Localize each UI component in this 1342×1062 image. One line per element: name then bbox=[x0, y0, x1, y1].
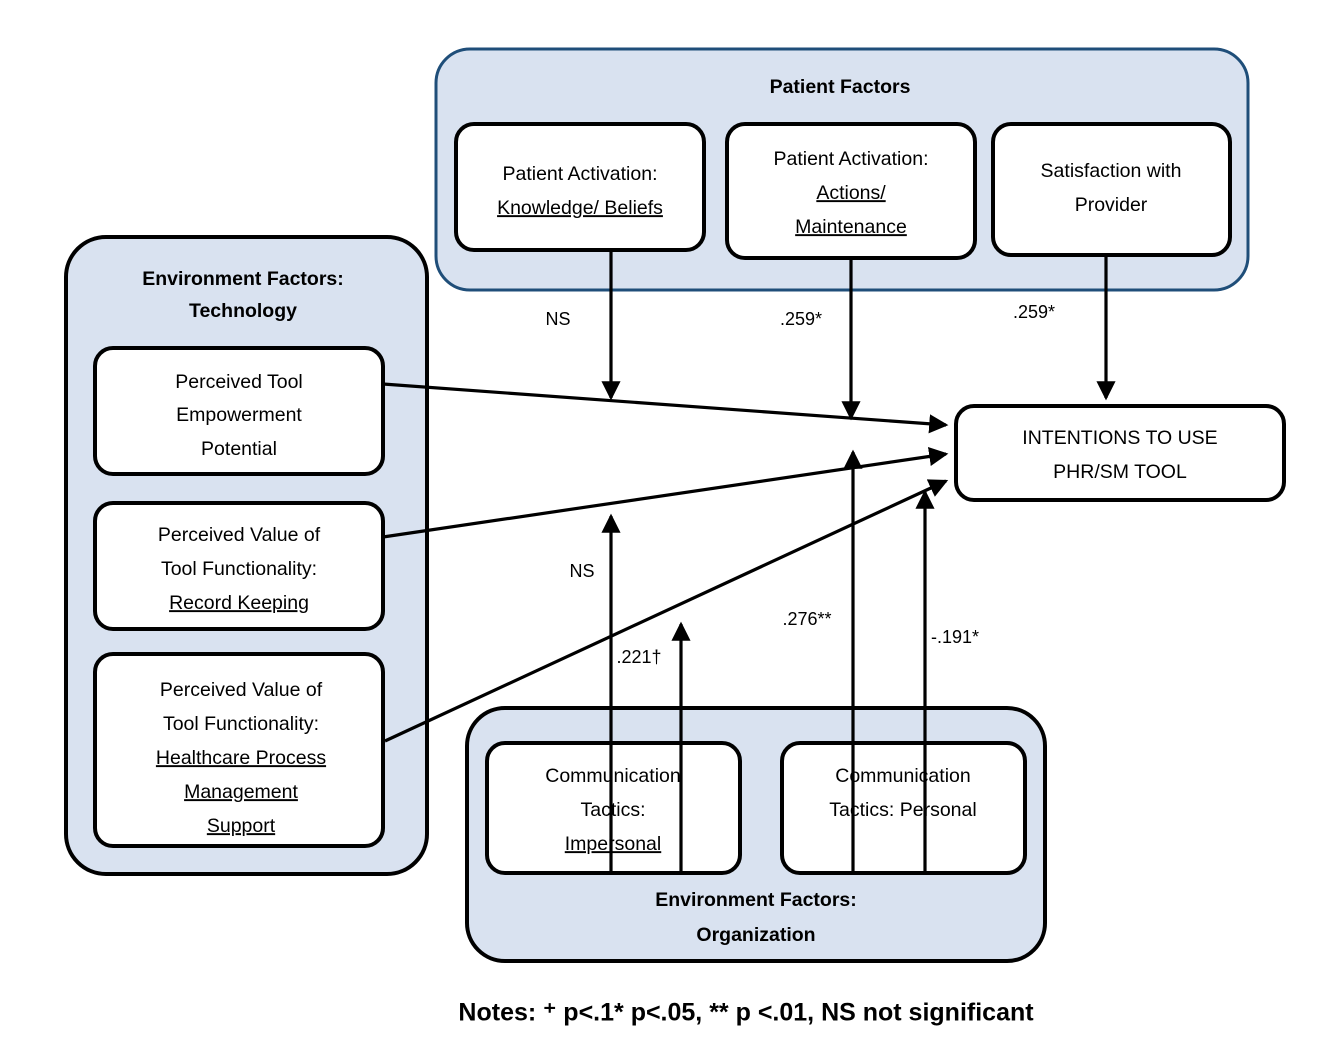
node-line-2: Empowerment bbox=[176, 404, 302, 426]
edge-impersonal-221: .221† bbox=[616, 621, 691, 873]
environment-technology-title-line-2: Technology bbox=[189, 300, 297, 322]
edge-label: .276** bbox=[782, 609, 831, 629]
edge-personal-191: -.191* bbox=[915, 489, 979, 873]
edge-label: .221† bbox=[616, 647, 661, 667]
environment-organization-title-line-1: Environment Factors: bbox=[655, 889, 857, 911]
node-line-2: Provider bbox=[1075, 194, 1148, 216]
edge-healthcare-process-to-intentions bbox=[384, 479, 949, 743]
node-patient-activation-actions[interactable]: Patient Activation: Actions/ Maintenance bbox=[725, 122, 977, 260]
environment-technology-title-line-1: Environment Factors: bbox=[142, 268, 344, 290]
group-environment-organization: Communication Tactics: Impersonal Commun… bbox=[465, 706, 1047, 963]
node-line-2: Tool Functionality: bbox=[161, 558, 317, 580]
edge-knowledge-to-intentions: NS bbox=[545, 250, 621, 401]
node-box[interactable] bbox=[780, 741, 1027, 875]
node-line-2: Tactics: bbox=[580, 799, 645, 821]
edge-recordkeeping-to-intentions bbox=[382, 446, 949, 539]
node-patient-activation-knowledge[interactable]: Patient Activation: Knowledge/ Beliefs bbox=[454, 122, 706, 252]
edge-impersonal-ns: NS bbox=[569, 513, 621, 873]
node-line-3: Maintenance bbox=[795, 216, 907, 238]
node-line-3: Record Keeping bbox=[169, 592, 309, 614]
edge-path bbox=[382, 382, 949, 434]
node-box[interactable] bbox=[485, 741, 742, 875]
edge-path bbox=[384, 479, 949, 743]
edge-label: .259* bbox=[1013, 302, 1055, 322]
node-box[interactable] bbox=[454, 122, 706, 252]
node-box[interactable] bbox=[93, 501, 385, 631]
group-environment-technology: Environment Factors: Technology Perceive… bbox=[64, 235, 429, 876]
node-line-3: Healthcare Process bbox=[156, 747, 326, 769]
node-line-1: Patient Activation: bbox=[773, 148, 928, 170]
node-line-1: Communication bbox=[835, 765, 970, 787]
edge-actions-to-intentions: .259* bbox=[780, 258, 861, 421]
node-line-3: Impersonal bbox=[565, 833, 661, 855]
edge-label: .259* bbox=[780, 309, 822, 329]
edge-empowerment-to-intentions bbox=[382, 382, 949, 434]
edge-label: NS bbox=[569, 561, 594, 581]
node-box[interactable] bbox=[93, 652, 385, 848]
node-communication-tactics-impersonal[interactable]: Communication Tactics: Impersonal bbox=[485, 741, 742, 875]
node-line-5: Support bbox=[207, 815, 276, 837]
group-patient-factors: Patient Factors Patient Activation: Know… bbox=[434, 47, 1250, 292]
outcome-line-2: PHR/SM TOOL bbox=[1053, 461, 1187, 483]
node-line-3: Potential bbox=[201, 438, 277, 460]
edge-label: -.191* bbox=[931, 627, 979, 647]
patient-factors-title: Patient Factors bbox=[770, 76, 911, 98]
node-communication-tactics-personal[interactable]: Communication Tactics: Personal bbox=[780, 741, 1027, 875]
node-line-1: Perceived Tool bbox=[175, 371, 303, 393]
node-intentions-to-use-phr-sm-tool[interactable]: INTENTIONS TO USE PHR/SM TOOL bbox=[954, 404, 1286, 502]
node-line-1: Patient Activation: bbox=[502, 163, 657, 185]
node-line-4: Management bbox=[184, 781, 298, 803]
outcome-line-1: INTENTIONS TO USE bbox=[1022, 427, 1217, 449]
node-box[interactable] bbox=[991, 122, 1232, 257]
node-satisfaction-with-provider[interactable]: Satisfaction with Provider bbox=[991, 122, 1232, 257]
node-line-2: Knowledge/ Beliefs bbox=[497, 197, 663, 219]
node-line-2: Actions/ bbox=[816, 182, 886, 204]
node-line-1: Communication bbox=[545, 765, 680, 787]
node-line-2: Tactics: Personal bbox=[829, 799, 976, 821]
node-line-1: Perceived Value of bbox=[158, 524, 321, 546]
node-box[interactable] bbox=[954, 404, 1286, 502]
notes-text: Notes: ⁺ p<.1* p<.05, ** p <.01, NS not … bbox=[458, 999, 1034, 1027]
edge-path bbox=[382, 446, 949, 539]
node-perceived-value-healthcare-process[interactable]: Perceived Value of Tool Functionality: H… bbox=[93, 652, 385, 848]
edge-satisfaction-to-intentions: .259* bbox=[1013, 255, 1116, 401]
environment-organization-title-line-2: Organization bbox=[696, 924, 815, 946]
node-perceived-value-record-keeping[interactable]: Perceived Value of Tool Functionality: R… bbox=[93, 501, 385, 631]
edge-personal-276: .276** bbox=[782, 449, 863, 873]
node-perceived-tool-empowerment-potential[interactable]: Perceived Tool Empowerment Potential bbox=[93, 346, 385, 476]
node-line-1: Satisfaction with bbox=[1041, 160, 1182, 182]
node-line-1: Perceived Value of bbox=[160, 679, 323, 701]
edge-label: NS bbox=[545, 309, 570, 329]
node-line-2: Tool Functionality: bbox=[163, 713, 319, 735]
node-box[interactable] bbox=[93, 346, 385, 476]
